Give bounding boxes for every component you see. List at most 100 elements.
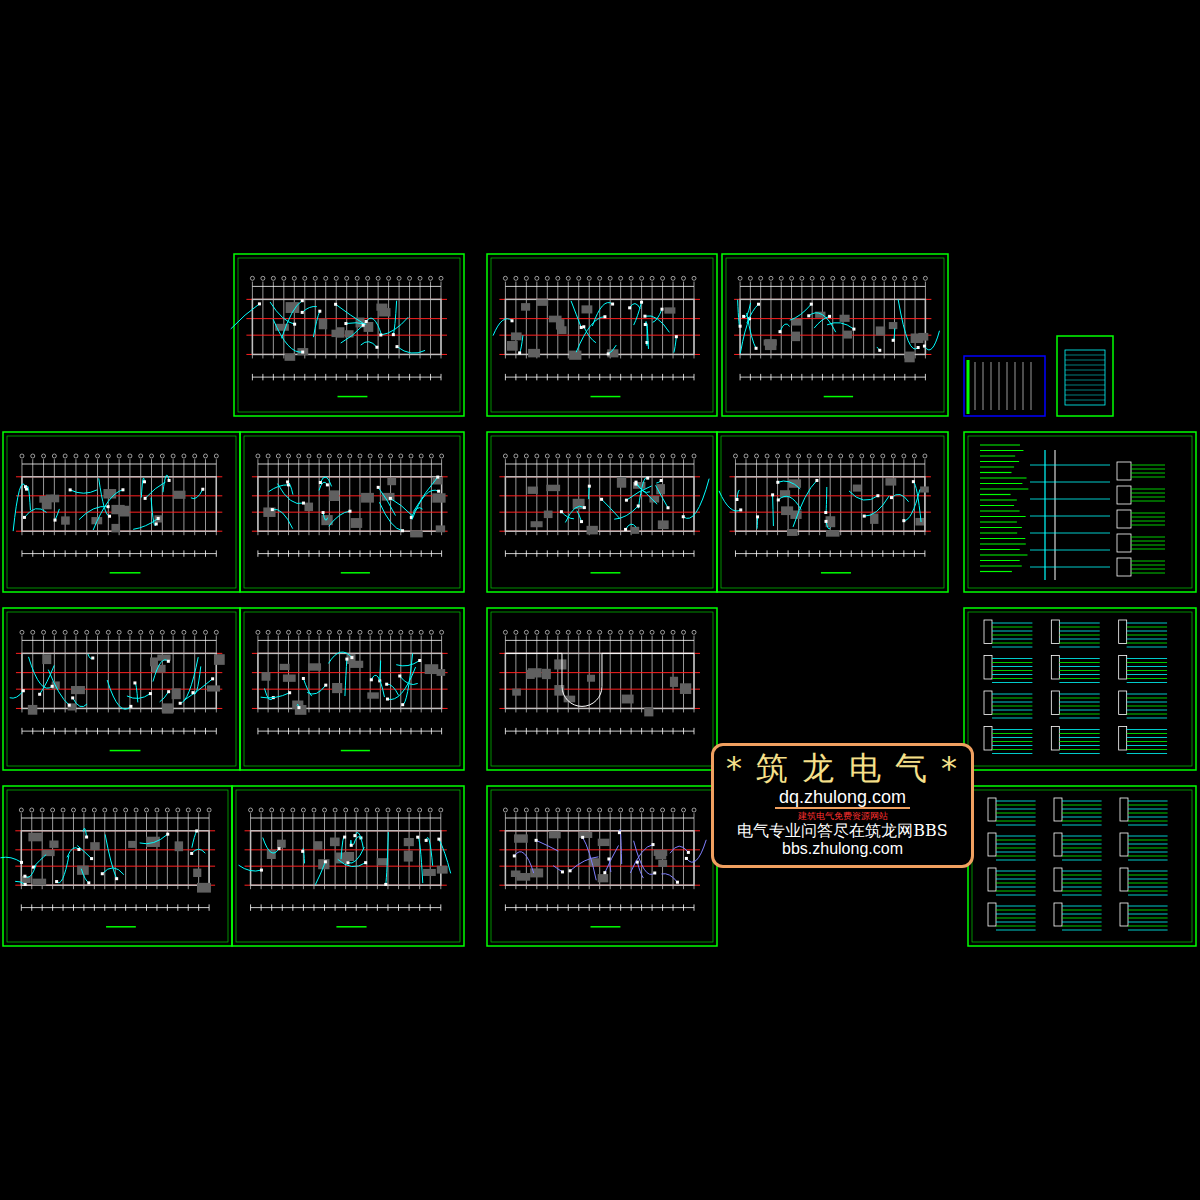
axis-bubble xyxy=(160,454,164,458)
axis-bubble xyxy=(85,630,89,634)
sheet-frame xyxy=(3,432,240,592)
device-symbol xyxy=(824,520,827,523)
axis-bubble xyxy=(271,276,275,280)
cad-line xyxy=(345,813,346,889)
panel-box xyxy=(1054,868,1062,891)
sheet-frame xyxy=(968,786,1196,946)
wiring xyxy=(747,313,756,348)
cad-line xyxy=(996,801,1036,802)
panel-box xyxy=(988,903,996,926)
cad-line xyxy=(52,904,53,910)
cad-line xyxy=(992,714,1032,715)
cad-line xyxy=(641,636,642,713)
wiring xyxy=(565,506,584,522)
axis-bubble xyxy=(839,454,843,458)
cad-line xyxy=(1059,643,1099,644)
cad-line xyxy=(992,718,1032,719)
axis-bubble xyxy=(52,630,56,634)
cad-line xyxy=(1062,805,1102,806)
cad-line xyxy=(992,670,1032,671)
cad-line xyxy=(1062,825,1102,826)
device-symbol xyxy=(878,349,881,352)
device-symbol xyxy=(326,483,329,486)
cad-line xyxy=(356,813,357,889)
cad-line xyxy=(366,813,367,889)
cad-line xyxy=(610,374,611,380)
cad-line xyxy=(1128,914,1168,915)
room-block xyxy=(840,315,850,322)
wiring xyxy=(602,499,620,518)
floor-plan xyxy=(13,454,222,573)
cad-line xyxy=(791,374,792,380)
wall-outline xyxy=(21,831,209,885)
legend-sheet xyxy=(964,356,1045,416)
device-symbol xyxy=(687,851,690,854)
wiring xyxy=(536,840,558,851)
device-symbol xyxy=(22,689,25,692)
panel-box xyxy=(984,620,992,644)
room-block xyxy=(283,674,296,681)
cad-line xyxy=(526,282,527,359)
cad-line xyxy=(760,374,761,380)
cad-line xyxy=(620,459,621,535)
cad-line xyxy=(589,636,590,713)
axis-bubble xyxy=(545,630,549,634)
cad-line xyxy=(996,895,1036,896)
cad-line xyxy=(1062,891,1102,892)
axis-bubble xyxy=(661,630,665,634)
cad-line xyxy=(1062,922,1102,923)
room-block xyxy=(174,491,186,499)
wall-outline xyxy=(735,477,924,531)
website-url: dq.zhulong.com xyxy=(775,787,910,810)
wiring xyxy=(520,335,523,353)
cad-line xyxy=(980,488,1028,489)
axis-bubble xyxy=(524,630,528,634)
cad-line xyxy=(1127,753,1167,754)
cad-line xyxy=(1031,362,1032,410)
axis-bubble xyxy=(682,630,686,634)
wiring xyxy=(315,862,325,885)
room-block xyxy=(280,664,290,670)
room-block xyxy=(920,486,929,492)
cad-line xyxy=(129,728,130,734)
axis-bubble xyxy=(20,454,24,458)
cad-line xyxy=(336,282,337,359)
wiring xyxy=(127,694,150,699)
axis-bubble xyxy=(297,454,301,458)
wiring xyxy=(390,498,412,516)
axis-bubble xyxy=(250,276,254,280)
device-symbol xyxy=(611,303,614,306)
cad-line xyxy=(499,335,700,336)
cad-line xyxy=(1065,355,1105,356)
room-block xyxy=(514,834,528,842)
cad-line xyxy=(992,698,1032,699)
cad-line xyxy=(992,694,1032,695)
cad-line xyxy=(21,728,22,734)
cad-line xyxy=(398,813,399,889)
axis-bubble xyxy=(779,276,783,280)
axis-bubble xyxy=(566,454,570,458)
cad-line xyxy=(308,459,309,535)
cad-line xyxy=(1128,844,1168,845)
cad-line xyxy=(1065,385,1105,386)
cad-line xyxy=(390,636,391,713)
cad-line xyxy=(996,883,1036,884)
cad-line xyxy=(441,728,442,734)
device-symbol xyxy=(350,656,353,659)
axis-bubble xyxy=(139,630,143,634)
cad-line xyxy=(1131,477,1165,478)
axis-bubble xyxy=(841,276,845,280)
cad-line xyxy=(822,374,823,380)
cad-line xyxy=(996,809,1036,810)
axis-bubble xyxy=(52,454,56,458)
axis-bubble xyxy=(882,276,886,280)
cad-line xyxy=(419,904,420,910)
axis-bubble xyxy=(545,808,549,812)
axis-bubble xyxy=(327,454,331,458)
axis-bubble xyxy=(270,808,274,812)
axis-bubble xyxy=(261,276,265,280)
panel-box xyxy=(1119,691,1127,715)
cad-line xyxy=(578,374,579,380)
axis-bubble xyxy=(598,808,602,812)
floor-plan xyxy=(719,454,931,573)
